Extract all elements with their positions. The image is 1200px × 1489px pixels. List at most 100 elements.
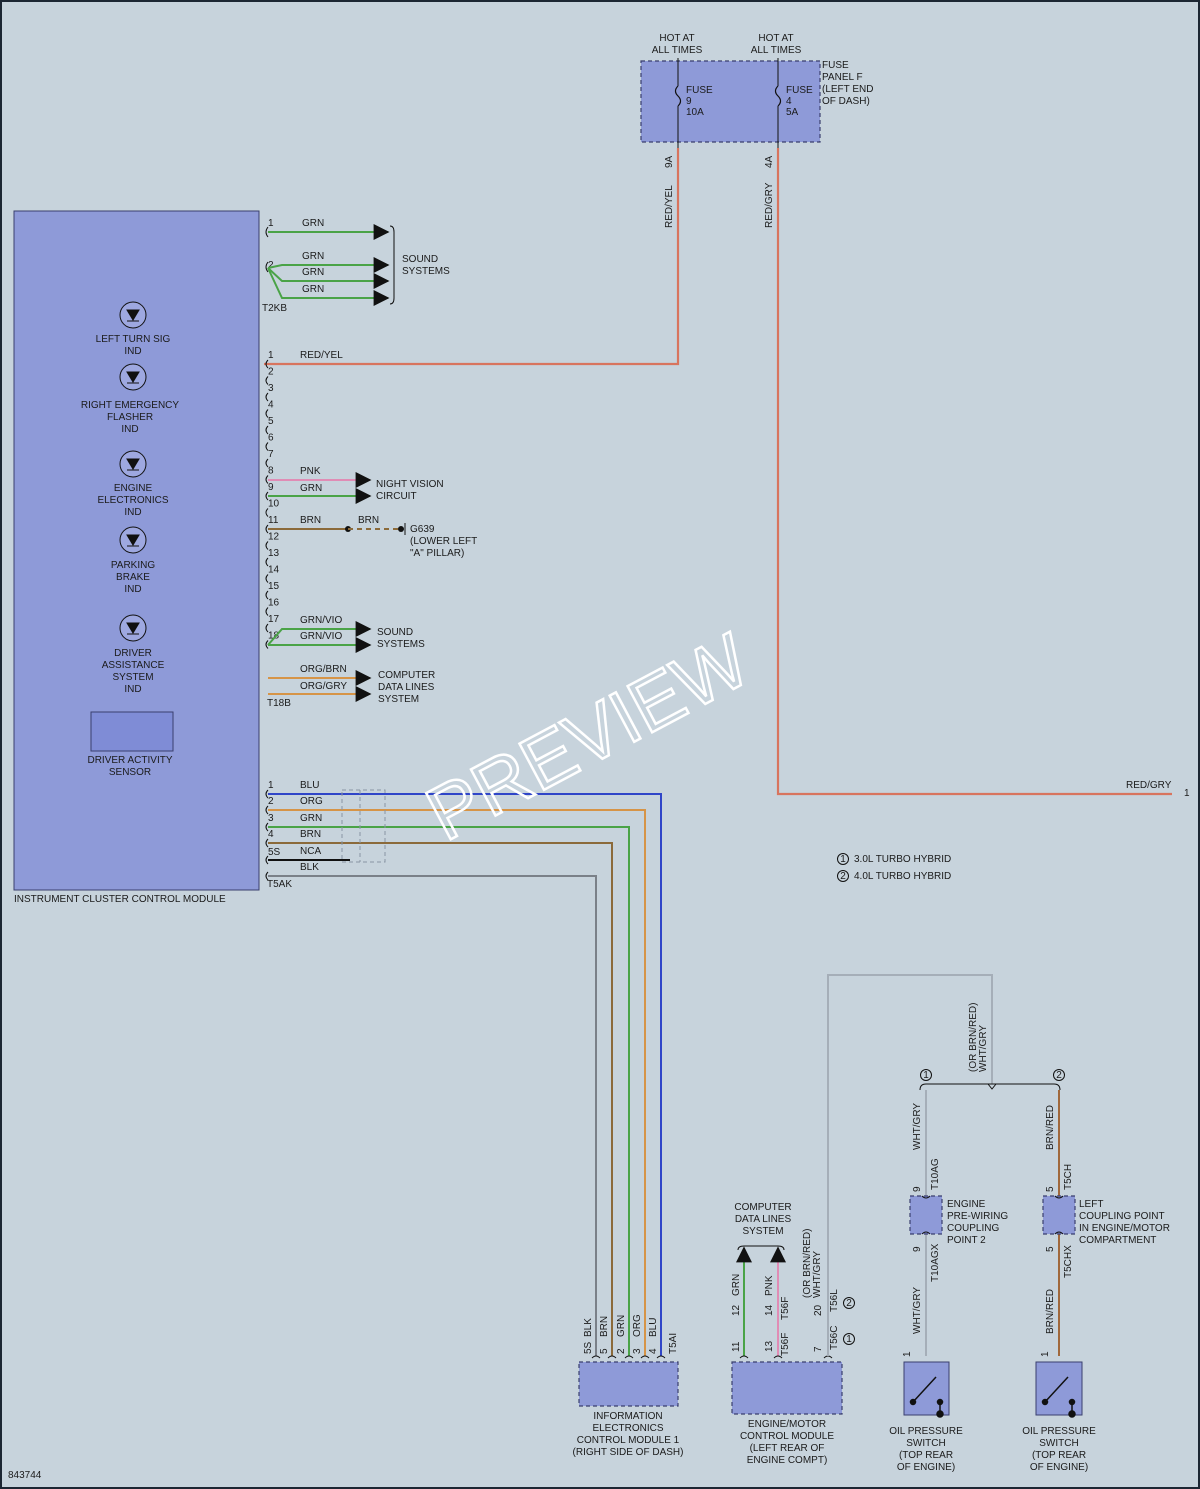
t18b-pin-bracket: [265, 458, 269, 468]
t18b-pin-10: 10: [268, 499, 280, 510]
t18b-pin-bracket: [265, 491, 269, 501]
info-pin-4: 4: [648, 1348, 659, 1354]
wire-red-yel: [264, 148, 680, 366]
info-pin-3: 3: [632, 1348, 643, 1354]
led-icon-parking-brake: [119, 526, 147, 554]
t2kb-pin-1: 1: [268, 218, 274, 229]
t18b-pin-bracket: [265, 392, 269, 402]
t18b-pin-bracket: [265, 425, 269, 435]
engine-motor-control-module: [731, 1361, 843, 1415]
t18b-pin-bracket: [265, 409, 269, 418]
info-wire-blu-label: BLU: [648, 1318, 659, 1337]
t5ak-pin-4: 4: [268, 829, 274, 840]
t5ak-pin-brackets: [265, 789, 269, 881]
t18b-wire-10b-label: BRN: [358, 515, 379, 526]
t18b-pin-bracket: [265, 524, 269, 534]
oil-pressure-switch-left: [903, 1361, 950, 1416]
t18b-pin-bracket: [265, 541, 269, 550]
t18b-wire-10-label: BRN: [300, 515, 321, 526]
right-pin-a: 5: [1045, 1186, 1056, 1192]
t18b-wire-8-label: PNK: [300, 466, 321, 477]
t5ak-connector-label: T5AK: [267, 879, 292, 890]
t5ak-wires: [268, 793, 662, 1356]
t2kb-wire-3-label: GRN: [302, 267, 324, 278]
left-conn-a: T10AG: [930, 1158, 941, 1190]
t2kb-wire-4-label: GRN: [302, 284, 324, 295]
switch-icon-left: [909, 1376, 944, 1418]
pin-4a: 4A: [764, 155, 775, 168]
diagram-id: 843744: [8, 1470, 42, 1481]
info-wire-org-label: ORG: [632, 1314, 643, 1337]
t18b-pin-bracket: [265, 508, 269, 517]
fuse-4-symbol: [774, 85, 782, 107]
branch-ref-2-icon: [1053, 1069, 1065, 1081]
oil-pressure-switch-right: [1035, 1361, 1083, 1416]
led-icon-left-turn: [119, 301, 147, 329]
ecm-wire-pnk-label: PNK: [764, 1275, 775, 1296]
left-pin-sw: 1: [902, 1351, 913, 1357]
ecm-conn-t56f-2: T56F: [780, 1333, 791, 1356]
t18b-pin-bracket: [265, 442, 269, 451]
t5ak-wire-org-label: ORG: [300, 796, 323, 807]
t5ak-wire-grn-label: GRN: [300, 813, 322, 824]
ecm-wire-grn-label: GRN: [731, 1274, 742, 1296]
t18b-connector-label: T18B: [267, 698, 291, 709]
ecm-conn-t56c: T56C: [829, 1326, 840, 1350]
t2kb-wire-1-label: GRN: [302, 218, 324, 229]
t18b-pin-9: 9: [268, 482, 274, 493]
right-pin-b: 5: [1045, 1246, 1056, 1252]
t18b-wire-1-label: RED/YEL: [300, 350, 343, 361]
t5ak-pin-3: 3: [268, 813, 274, 824]
t2kb-pin-2: 2: [268, 260, 274, 271]
t18b-wire-17-label: ORG/BRN: [300, 664, 347, 675]
ground-g639-label: G639(LOWER LEFT"A" PILLAR): [410, 524, 477, 559]
ecm-pin-14: 14: [764, 1304, 775, 1316]
t18b-wire-9-label: GRN: [300, 483, 322, 494]
legend-text-1: 3.0L TURBO HYBRID: [854, 854, 951, 865]
information-electronics-control-module-1: [578, 1361, 679, 1407]
wire-red-gry: [776, 148, 1172, 796]
branch-ref-1-icon: [920, 1069, 932, 1081]
ecm-ref-1-icon: [843, 1333, 855, 1345]
t18b-pin-18: 18: [268, 631, 280, 642]
switch-icon-right: [1041, 1376, 1076, 1418]
left-coupling-point-engine-compartment: [1042, 1195, 1076, 1235]
ground-icon: [398, 523, 406, 535]
t18b-pin-bracket: [265, 607, 269, 616]
wire-red-yel-label: RED/YEL: [664, 185, 675, 228]
ecm-pin-13: 13: [764, 1340, 775, 1352]
left-wire-top-label: WHT/GRY: [912, 1103, 923, 1150]
branch-ref-2: 2: [1056, 1070, 1062, 1081]
t2kb-wire-2-label: GRN: [302, 251, 324, 262]
t18b-pin-5: 5: [268, 416, 274, 427]
t5ak-wire-brn-label: BRN: [300, 829, 321, 840]
legend-num-2: 2: [840, 871, 846, 882]
t18b-pin-15: 15: [268, 581, 280, 592]
t18b-pin-7: 7: [268, 449, 274, 460]
t18b-pin-bracket: [265, 623, 269, 633]
left-pin-b: 9: [912, 1246, 923, 1252]
info-wire-grn-label: GRN: [616, 1315, 627, 1337]
t5ak-wire-blk-label: BLK: [300, 862, 319, 873]
branch-wire-alt-label: (OR BRN/RED)WHT/GRY: [968, 1003, 989, 1072]
legend-num-1-icon: [837, 853, 849, 865]
t18b-wire-18-label: ORG/GRY: [300, 681, 347, 692]
t18b-pin-4: 4: [268, 400, 274, 411]
sound-systems-bracket-1: [389, 225, 395, 305]
t18b-pin-13: 13: [268, 548, 280, 559]
connector-t2kb: [265, 226, 269, 273]
t18b-pin-12: 12: [268, 532, 280, 543]
